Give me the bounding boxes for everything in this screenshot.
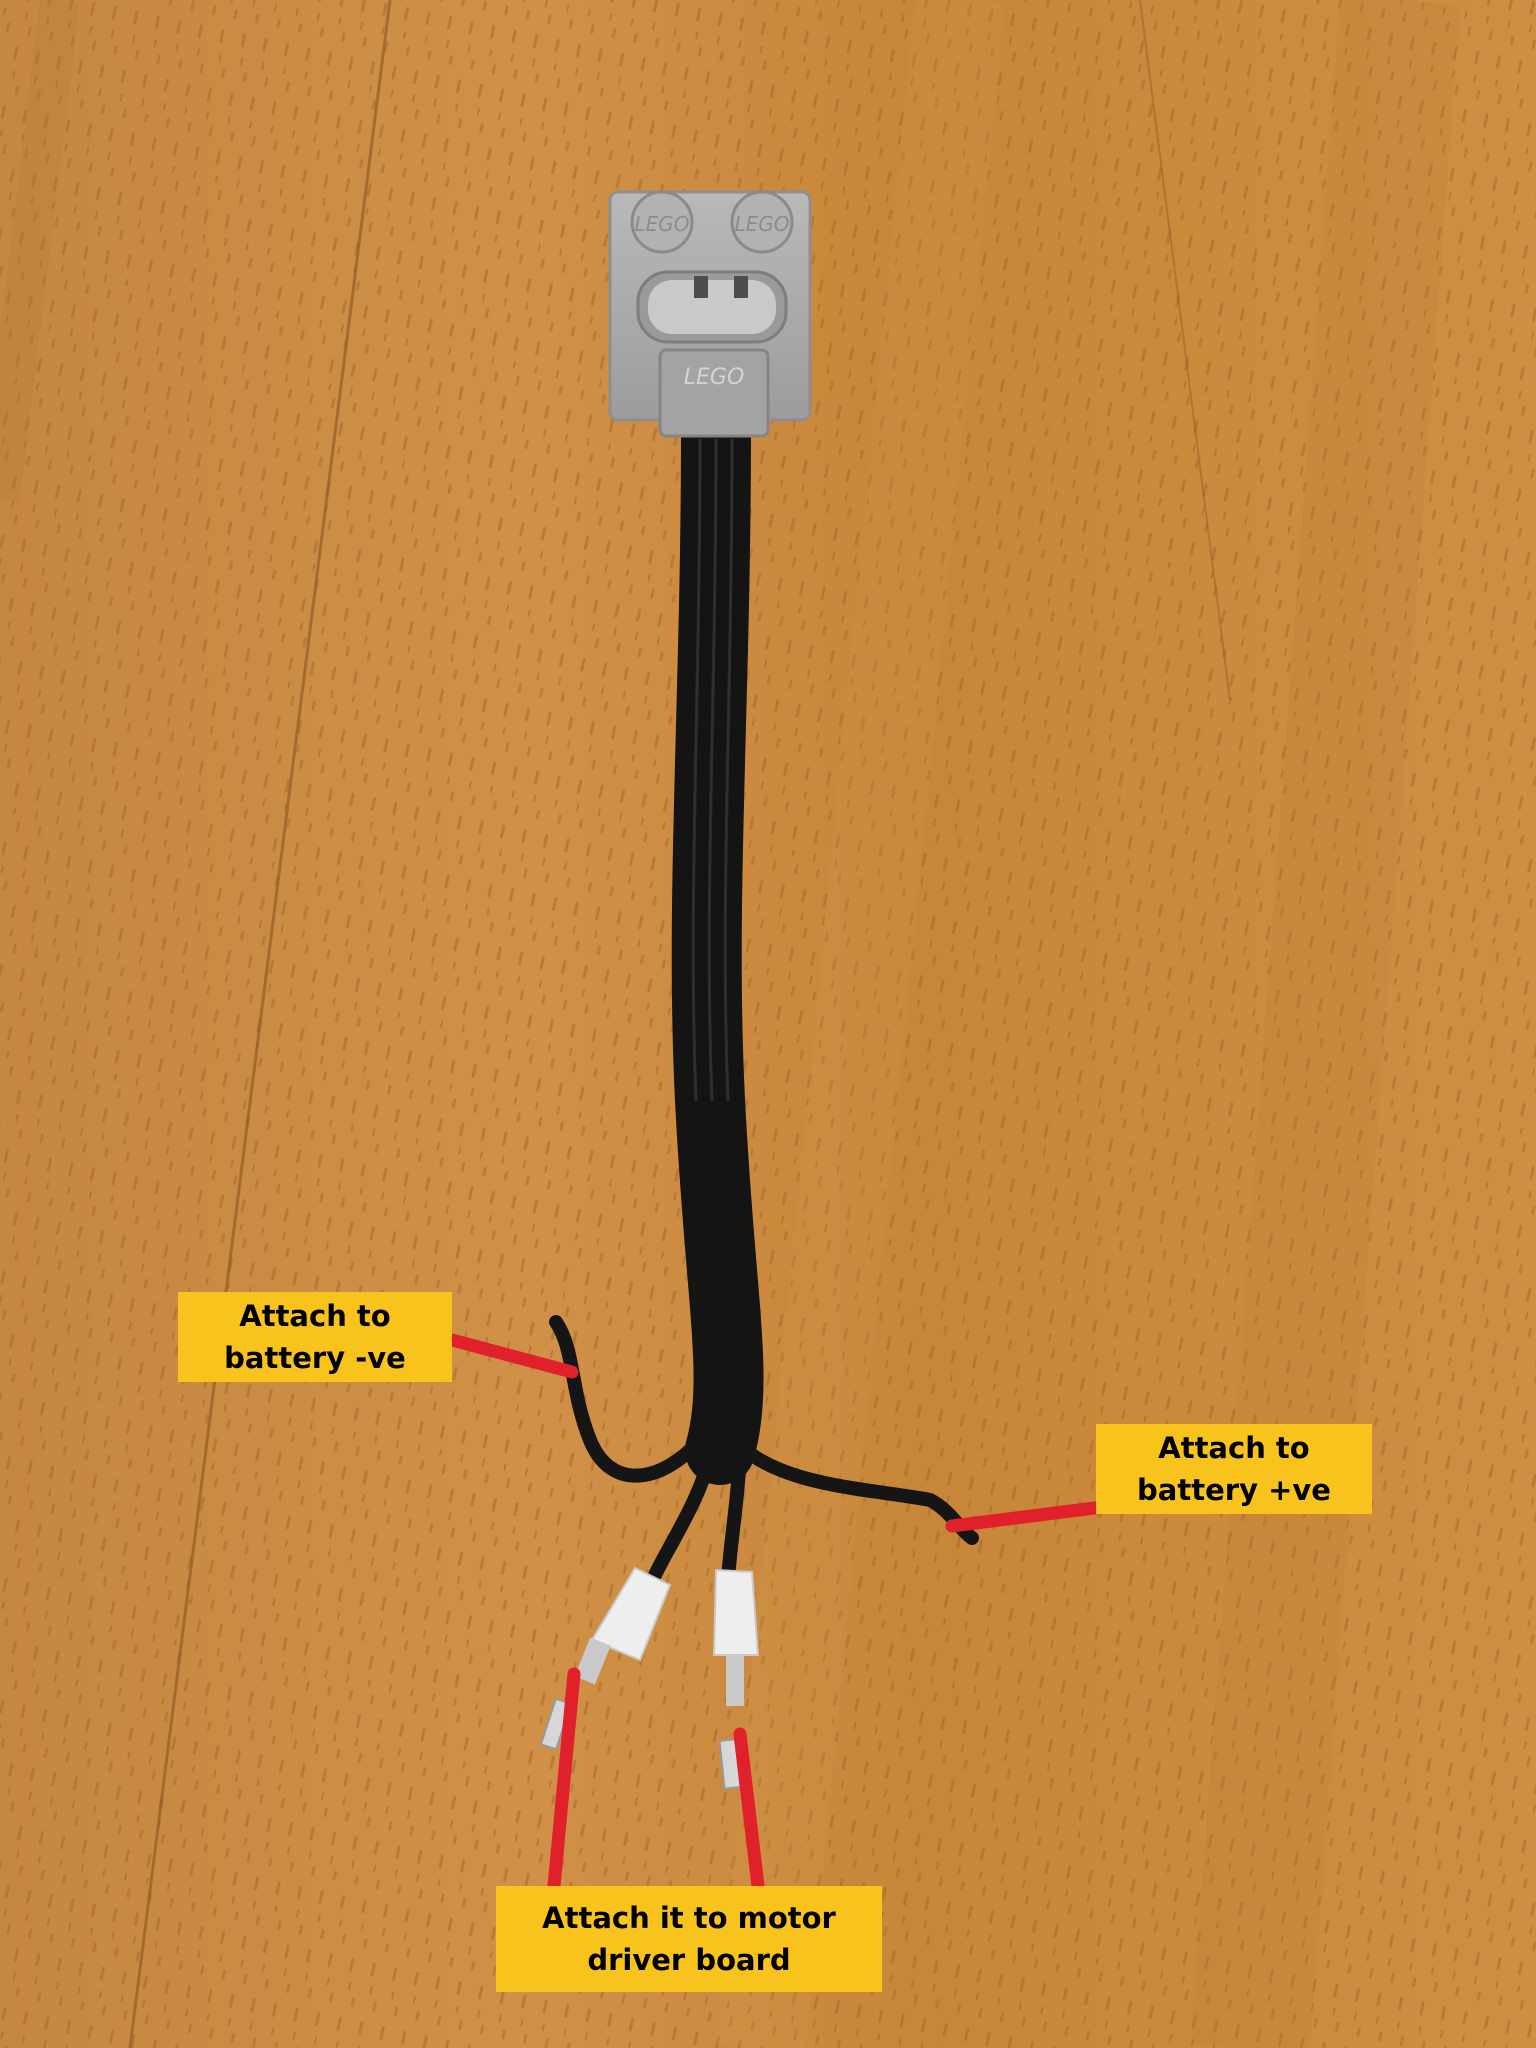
contact-left <box>694 276 708 298</box>
stud-left-logo: LEGO <box>634 212 689 236</box>
lego-connector: LEGO LEGO LEGO <box>608 190 812 438</box>
label-battery-positive: Attach to battery +ve <box>1096 1424 1372 1514</box>
wire-battery-negative <box>549 1315 707 1483</box>
pointer-motor-left <box>547 1667 581 1893</box>
wire-motor-right <box>721 1448 747 1587</box>
contact-right <box>734 276 748 298</box>
ferrule-right <box>712 1568 760 1790</box>
stud-right-logo: LEGO <box>734 212 789 236</box>
label-battery-negative: Attach to battery -ve <box>178 1292 452 1382</box>
stud-left <box>630 190 694 254</box>
plank-seam <box>1139 0 1231 701</box>
wire-motor-left <box>648 1443 719 1582</box>
plug-logo: LEGO <box>684 365 745 390</box>
plank-seam <box>128 0 392 2048</box>
pointer-motor-right <box>733 1727 765 1893</box>
label-motor-driver: Attach it to motor driver board <box>496 1886 882 1992</box>
stud-right <box>730 190 794 254</box>
pointer-battery-negative <box>445 1333 579 1379</box>
lego-cable <box>549 395 979 1587</box>
